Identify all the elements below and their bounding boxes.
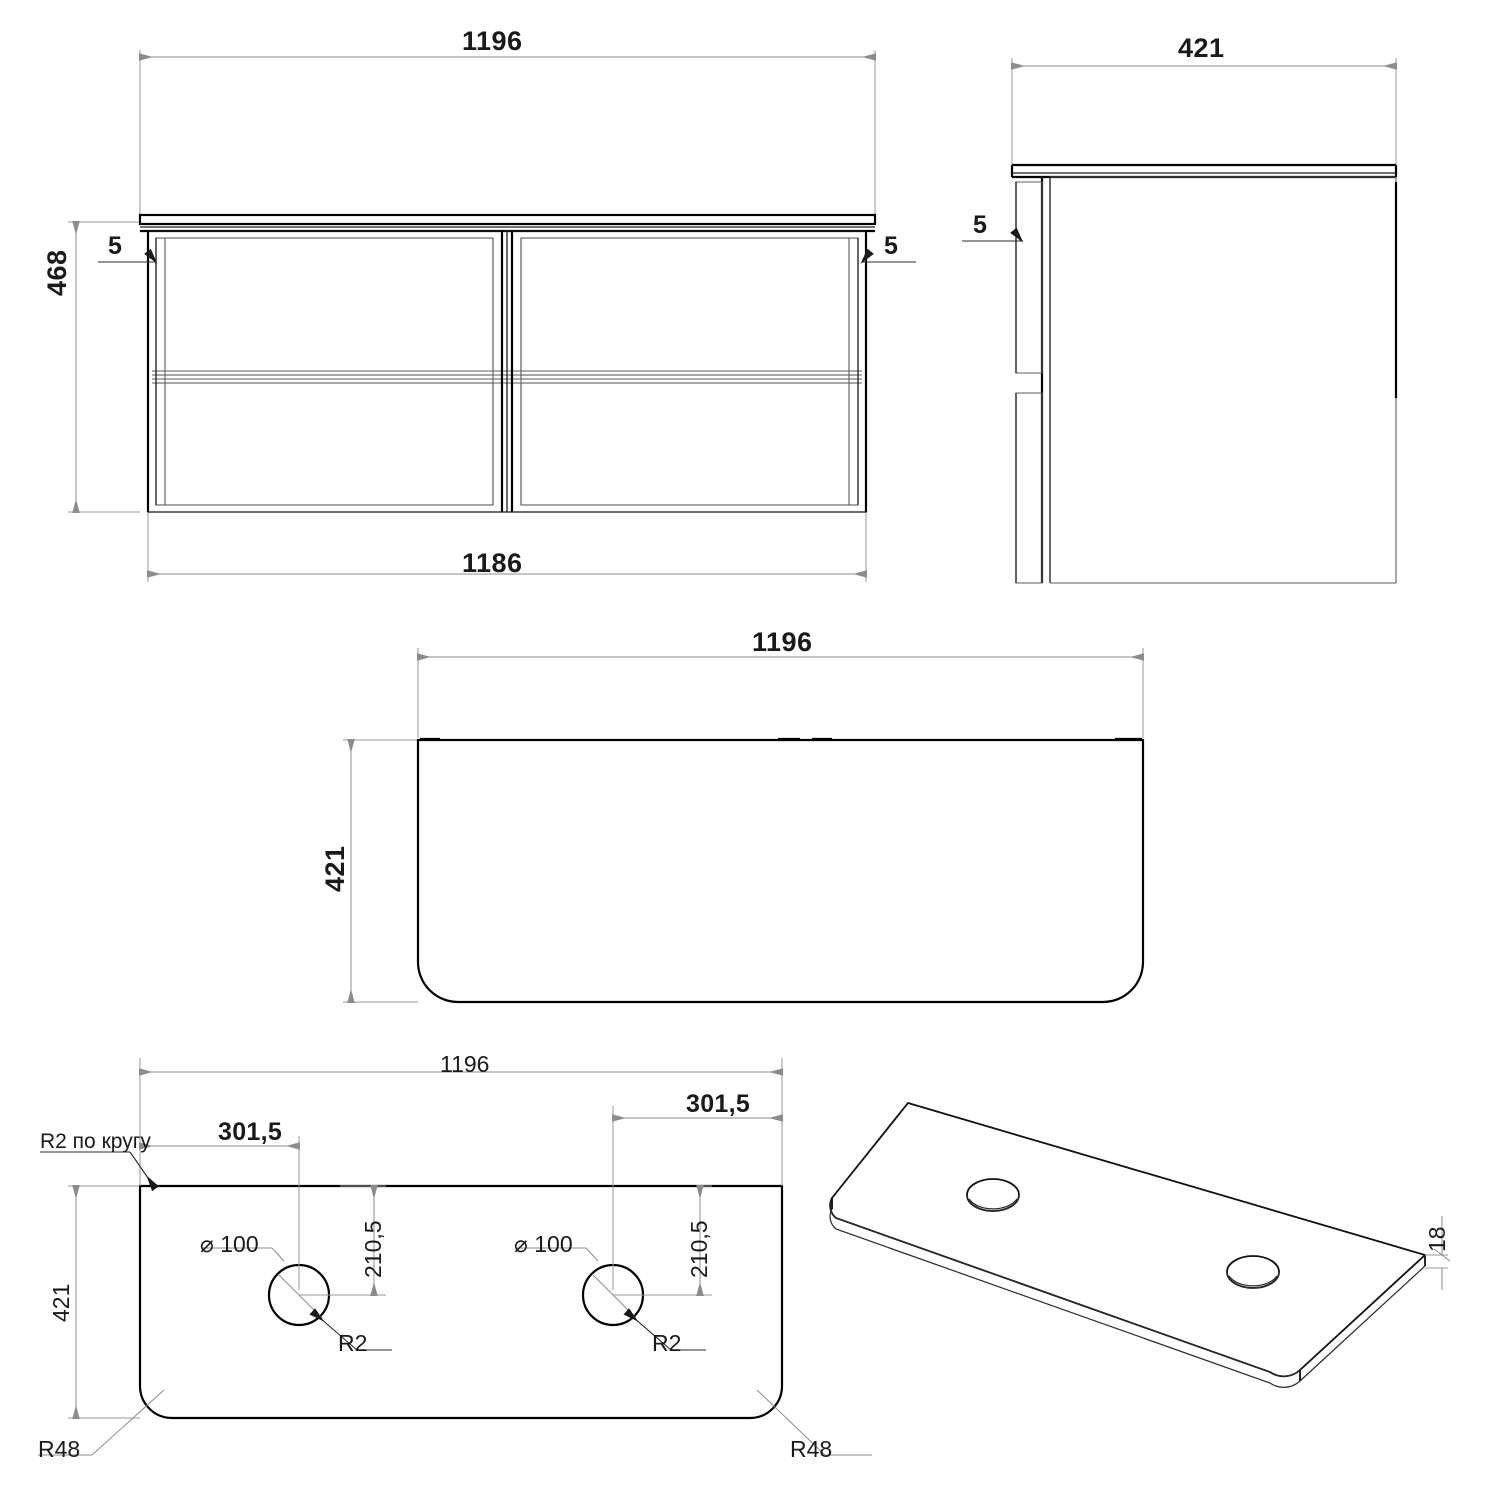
label-front-overhang-left: 5	[108, 232, 123, 260]
label-front-cabinet-width: 1186	[462, 548, 523, 578]
view-isometric-countertop	[829, 1101, 1451, 1388]
dim-front-cabinet-width-1186	[147, 512, 867, 582]
label-plan-hole-left-edge-radius: R2	[338, 1330, 368, 1356]
label-plan-hole-right-offset: 301,5	[686, 1090, 751, 1118]
label-countertop-front-depth: 421	[320, 845, 350, 892]
iso-hole-right	[1226, 1255, 1280, 1289]
dim-plan-hole-right-301-5	[612, 1106, 783, 1290]
view-side-elevation	[962, 58, 1398, 584]
label-plan-hole-right-diameter: ⌀ 100	[514, 1231, 573, 1257]
plan-hole-left-r2-leader	[309, 1308, 392, 1351]
side-drawer-front-bottom[interactable]	[1015, 392, 1043, 584]
plan-corner-radius-right-leader	[756, 1389, 872, 1456]
view-countertop-plan	[38, 1058, 872, 1456]
label-countertop-front-width: 1196	[752, 627, 813, 657]
dim-plan-hole-left-301-5	[139, 1136, 300, 1290]
dim-front-overhang-right-5	[860, 248, 916, 264]
view-countertop-front	[343, 648, 1145, 1004]
plan-corner-radius-left-leader	[38, 1389, 165, 1456]
countertop-plan-outline	[138, 1184, 784, 1420]
side-countertop-slab	[1010, 163, 1398, 179]
front-drawer-top-left[interactable]	[155, 237, 494, 376]
dim-front-height-468	[68, 221, 140, 513]
dim-front-overhang-left-5	[98, 248, 158, 264]
front-center-divider	[492, 231, 522, 512]
label-plan-hole-left-offset: 301,5	[218, 1118, 283, 1146]
label-iso-thickness: 18	[1424, 1226, 1450, 1252]
dim-plan-depth-421	[68, 1185, 140, 1419]
dim-side-depth-421	[1011, 58, 1397, 165]
dim-plan-hole-right-210-5	[613, 1185, 712, 1296]
front-drawer-bottom-right[interactable]	[520, 382, 859, 506]
label-plan-width: 1196	[440, 1051, 490, 1077]
label-plan-hole-left-diameter: ⌀ 100	[200, 1231, 259, 1257]
front-drawer-top-right[interactable]	[520, 237, 859, 376]
label-plan-depth: 421	[48, 1283, 74, 1322]
label-front-overall-width: 1196	[462, 26, 523, 56]
label-front-overhang-right: 5	[884, 232, 899, 260]
countertop-front-outline	[416, 737, 1145, 1004]
label-plan-hole-left-back-offset: 210,5	[360, 1220, 386, 1278]
plan-hole-right-r2-leader	[623, 1308, 706, 1351]
view-front-elevation	[68, 50, 916, 582]
label-plan-hole-right-edge-radius: R2	[652, 1330, 682, 1356]
front-countertop-slab	[138, 213, 877, 233]
side-cabinet-body	[1040, 176, 1398, 584]
dim-side-overhang-5	[962, 227, 1024, 243]
plan-edge-radius-note-leader	[40, 1151, 160, 1192]
label-plan-edge-radius-note: R2 по кругу	[40, 1130, 151, 1153]
plan-hole-left	[203, 1247, 331, 1327]
dim-top-width-1196	[417, 648, 1144, 738]
front-left-reveal	[155, 238, 166, 505]
front-right-reveal	[848, 238, 859, 505]
label-plan-hole-right-back-offset: 210,5	[686, 1220, 712, 1278]
iso-hole-left	[966, 1178, 1020, 1212]
label-plan-corner-radius-left: R48	[38, 1436, 81, 1462]
dim-plan-hole-left-210-5	[299, 1185, 386, 1296]
label-side-overhang: 5	[973, 211, 988, 239]
dim-front-overall-width-1196	[139, 50, 876, 215]
dim-iso-thickness-18	[1425, 1216, 1451, 1290]
plan-hole-right	[517, 1247, 645, 1327]
dim-top-depth-421	[343, 739, 418, 1003]
front-drawer-bottom-left[interactable]	[155, 382, 494, 506]
label-plan-corner-radius-right: R48	[790, 1436, 833, 1462]
label-side-depth: 421	[1178, 33, 1225, 63]
label-front-height: 468	[42, 249, 72, 296]
side-drawer-front-top[interactable]	[1015, 181, 1043, 374]
